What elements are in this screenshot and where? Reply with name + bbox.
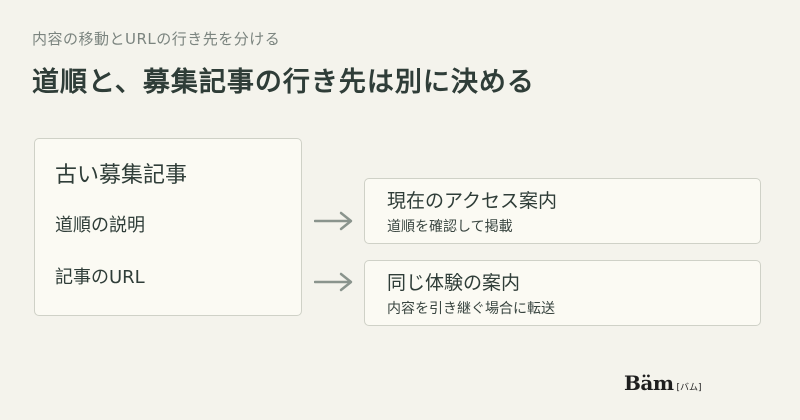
destination-description: 道順を確認して掲載 (387, 219, 513, 235)
arrow-right-icon (314, 272, 353, 292)
source-card-title: 古い募集記事 (55, 163, 188, 188)
brand-logo: Bäm [バム] (624, 371, 702, 395)
logo-tag: [バム] (676, 383, 702, 393)
destination-card-experience: 同じ体験の案内 内容を引き継ぐ場合に転送 (364, 260, 761, 326)
destination-card-access: 現在のアクセス案内 道順を確認して掲載 (364, 178, 761, 244)
logo-wordmark: Bäm (624, 371, 674, 395)
arrow-right-icon (314, 211, 353, 231)
page-title: 道順と、募集記事の行き先は別に決める (32, 67, 535, 98)
source-card: 古い募集記事 道順の説明 記事のURL (34, 138, 302, 316)
source-item-directions: 道順の説明 (55, 215, 145, 236)
destination-title: 現在のアクセス案内 (387, 190, 558, 212)
page-subtitle: 内容の移動とURLの行き先を分ける (32, 30, 281, 48)
destination-title: 同じ体験の案内 (387, 272, 521, 294)
destination-description: 内容を引き継ぐ場合に転送 (387, 301, 555, 317)
source-item-url: 記事のURL (55, 267, 145, 288)
